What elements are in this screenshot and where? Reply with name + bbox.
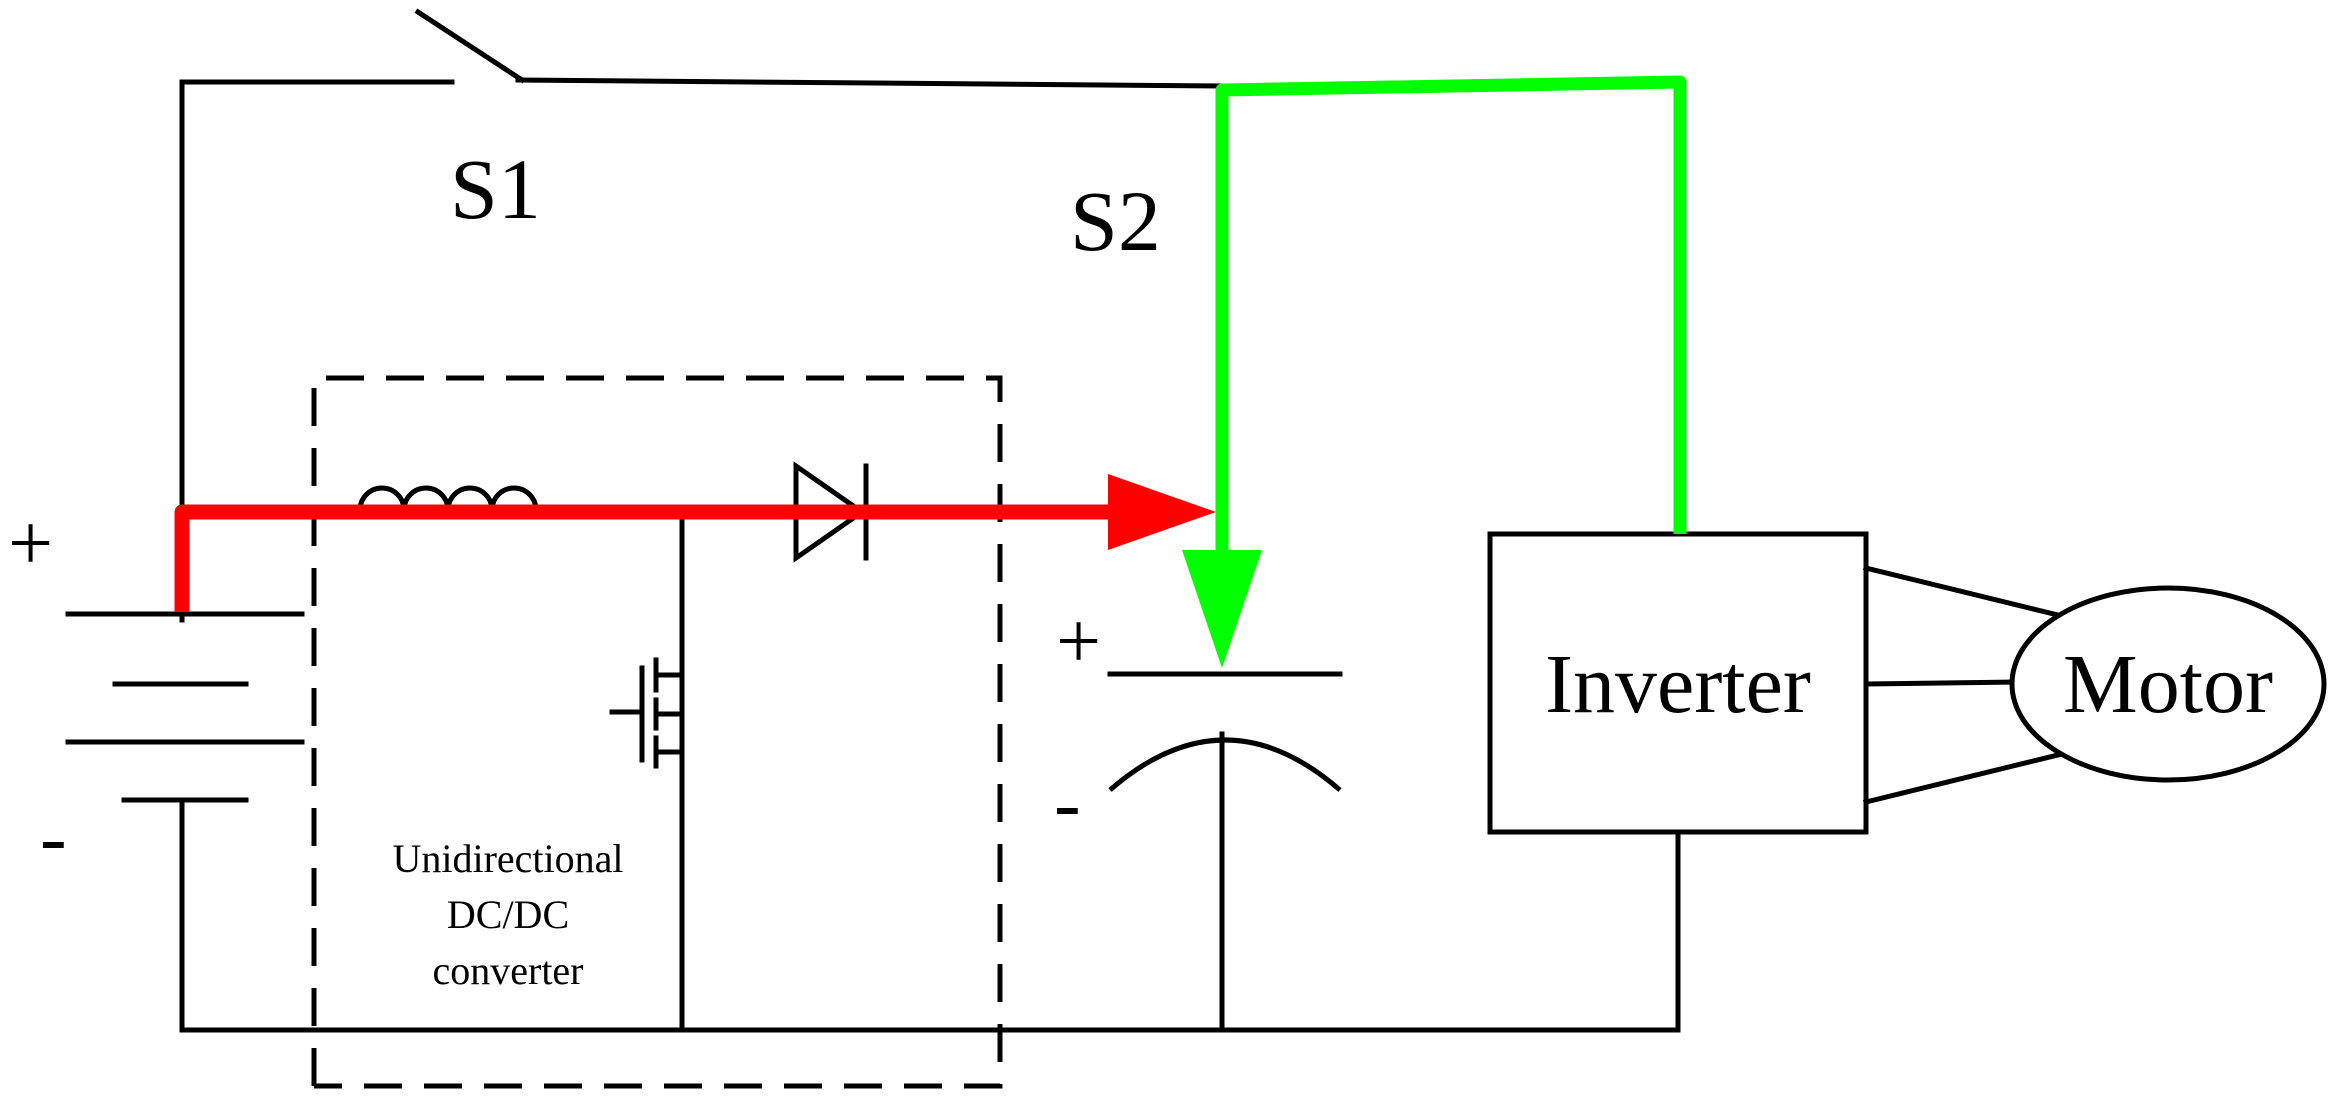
inverter-label: Inverter bbox=[1545, 638, 1811, 731]
bottom-wire bbox=[179, 797, 1681, 1033]
green-arrowhead bbox=[1182, 550, 1262, 668]
boost-converter-internals bbox=[179, 461, 1003, 1033]
green-path bbox=[1215, 75, 1687, 560]
motor-label: Motor bbox=[2063, 638, 2273, 731]
red-arrowhead bbox=[1108, 474, 1216, 550]
converter-label-line1: Unidirectional bbox=[392, 836, 623, 881]
switch-s1-label: S1 bbox=[450, 141, 541, 237]
converter-label-line2: DC/DC bbox=[447, 892, 569, 937]
capacitor-minus-sign: - bbox=[1054, 760, 1081, 848]
motor-connections bbox=[1862, 564, 2074, 806]
s2-current-path bbox=[1182, 75, 1687, 668]
red-path bbox=[174, 504, 1110, 612]
switch-s2-label: S2 bbox=[1070, 173, 1161, 269]
battery-current-path bbox=[174, 474, 1216, 612]
battery-plus-sign: + bbox=[8, 500, 53, 588]
inverter-block bbox=[1487, 531, 1869, 835]
capacitor-plus-sign: + bbox=[1056, 598, 1101, 686]
battery-symbol bbox=[65, 611, 305, 803]
converter-label-line3: converter bbox=[432, 948, 583, 993]
motor-block bbox=[2009, 585, 2327, 783]
mosfet-symbol bbox=[609, 657, 685, 769]
capacitor-symbol bbox=[1107, 671, 1343, 1033]
converter-boundary bbox=[311, 375, 1003, 1089]
battery-minus-sign: - bbox=[40, 794, 67, 882]
top-wire-s1 bbox=[179, 8, 1223, 623]
